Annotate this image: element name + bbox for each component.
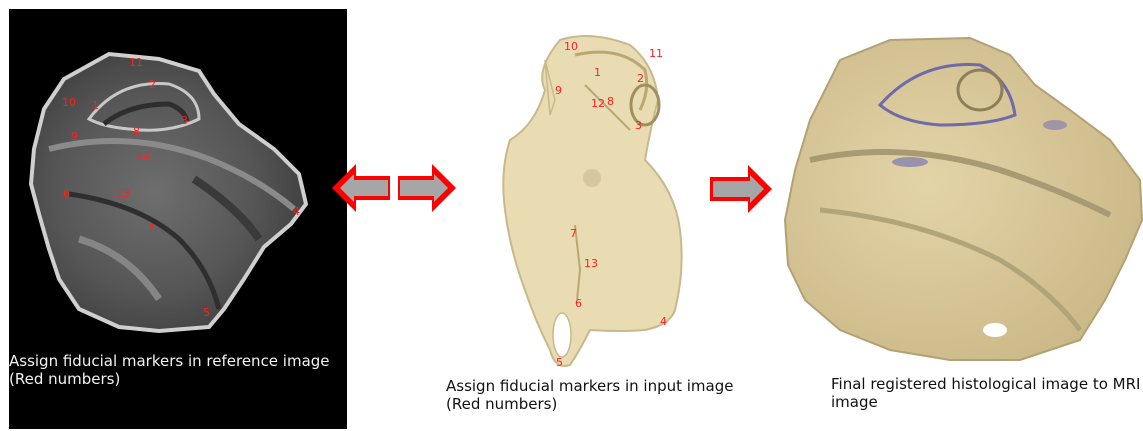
input-marker: 1 xyxy=(594,67,601,78)
reference-marker: 3 xyxy=(181,115,188,126)
input-marker: 3 xyxy=(635,120,642,131)
reference-marker: 7 xyxy=(148,223,155,234)
input-histology-panel: 10 11 1 2 9 12 8 3 7 13 6 4 5 xyxy=(480,30,710,375)
reference-marker: 13 xyxy=(116,188,130,199)
reference-marker: 11 xyxy=(129,57,143,68)
registered-output-panel xyxy=(780,30,1143,370)
mri-slice-image xyxy=(9,9,347,349)
reference-marker: 5 xyxy=(203,307,210,318)
histology-slice-image xyxy=(480,30,710,375)
registered-histology-image xyxy=(780,30,1143,370)
input-marker: 7 xyxy=(570,228,577,239)
reference-marker: 8 xyxy=(133,126,140,137)
input-marker: 13 xyxy=(584,258,598,269)
reference-marker: 9 xyxy=(71,131,78,142)
reference-marker: 12 xyxy=(136,150,150,161)
input-caption: Assign fiducial markers in input image (… xyxy=(446,377,766,413)
input-marker: 9 xyxy=(555,85,562,96)
output-caption: Final registered histological image to M… xyxy=(831,375,1143,411)
reference-marker: 10 xyxy=(62,97,76,108)
reference-marker: 4 xyxy=(293,206,300,217)
input-marker: 12 xyxy=(591,98,605,109)
input-marker: 10 xyxy=(564,41,578,52)
reference-mri-panel: 11 2 10 1 9 8 3 12 6 13 7 4 5 Assign fid… xyxy=(9,9,347,429)
input-marker: 8 xyxy=(607,96,614,107)
right-arrow-icon xyxy=(708,162,776,216)
reference-marker: 2 xyxy=(149,79,156,90)
reference-marker: 6 xyxy=(63,188,70,199)
double-arrow-icon xyxy=(328,160,460,216)
input-marker: 11 xyxy=(649,48,663,59)
reference-caption: Assign fiducial markers in reference ima… xyxy=(9,352,347,388)
input-marker: 6 xyxy=(575,298,582,309)
reference-marker: 1 xyxy=(92,100,99,111)
input-marker: 2 xyxy=(637,73,644,84)
input-marker: 4 xyxy=(660,316,667,327)
input-marker: 5 xyxy=(556,357,563,368)
